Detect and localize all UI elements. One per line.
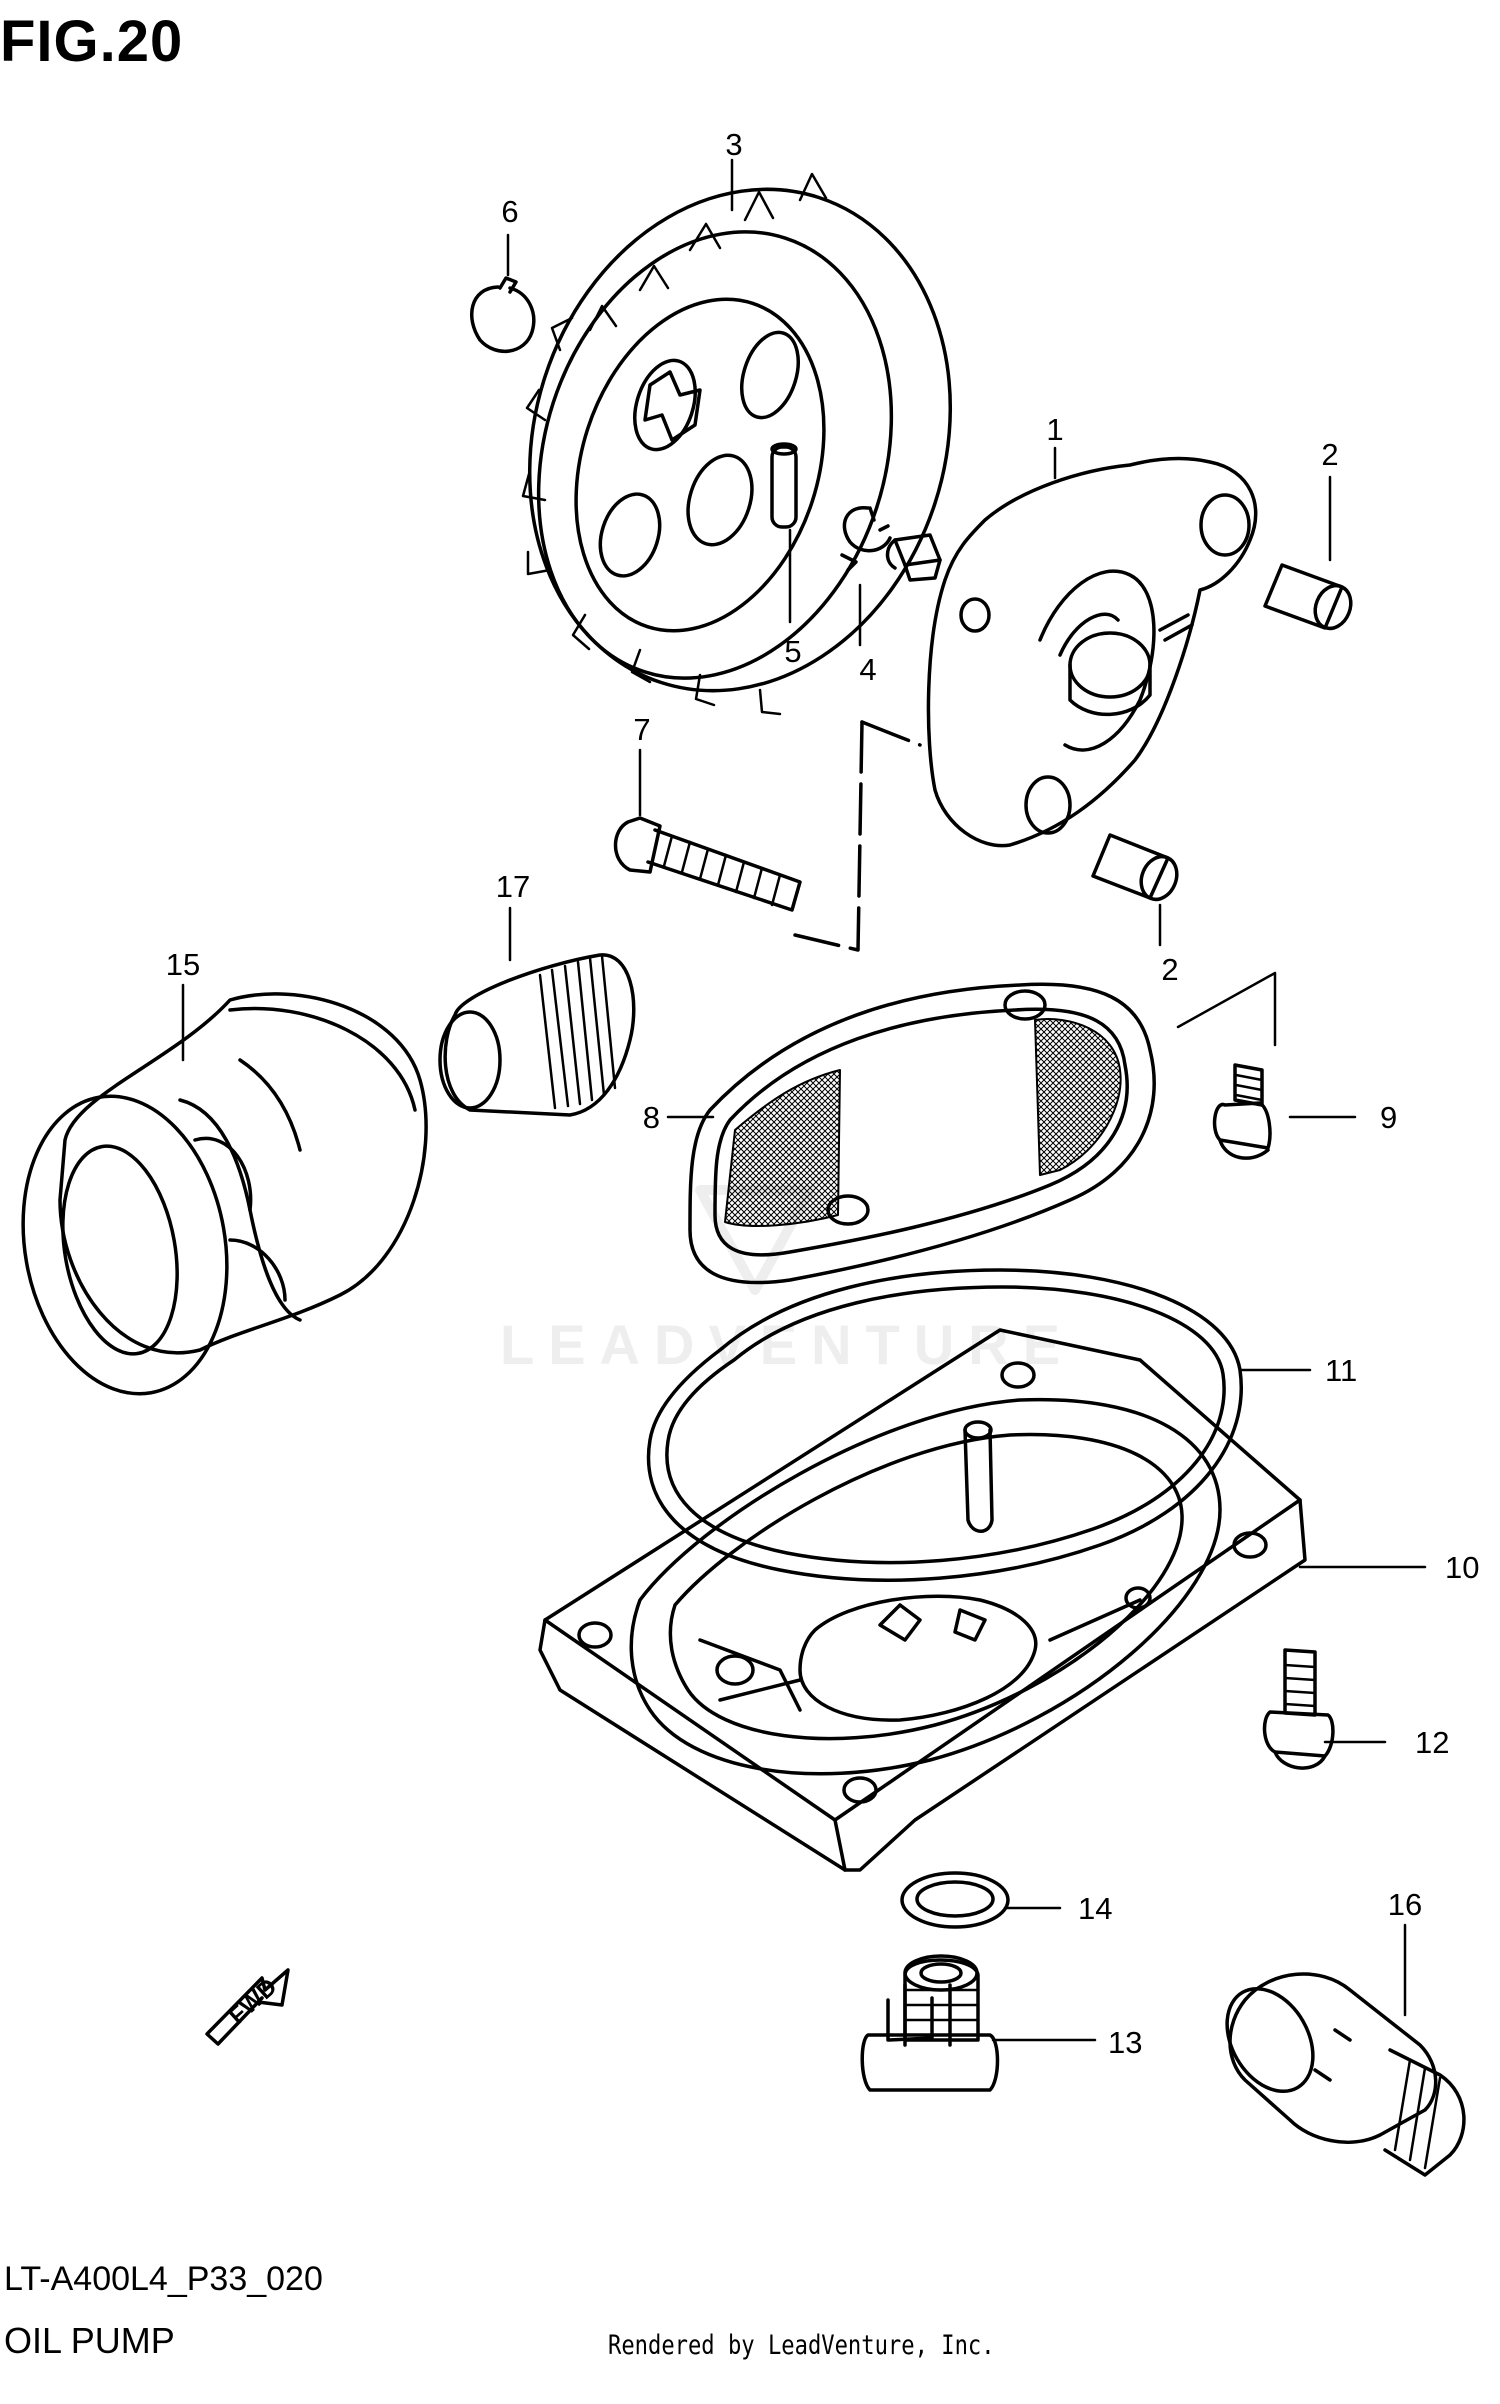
- part-16-pressure-switch[interactable]: [1210, 1972, 1466, 2177]
- callout-7: 7: [633, 712, 650, 747]
- part-5-pin[interactable]: [770, 442, 798, 529]
- model-code: LT-A400L4_P33_020: [4, 2260, 323, 2298]
- callout-8: 8: [643, 1100, 660, 1135]
- hidden-shaft-line: [793, 720, 922, 952]
- callout-15: 15: [166, 947, 200, 982]
- callout-16: 16: [1388, 1887, 1422, 1922]
- callout-2-lower: 2: [1161, 952, 1178, 987]
- callout-12: 12: [1415, 1725, 1449, 1760]
- part-15-oil-filter[interactable]: [0, 992, 428, 1410]
- render-credit: Rendered by LeadVenture, Inc.: [608, 2330, 995, 2361]
- part-14-gasket[interactable]: [900, 1871, 1010, 1929]
- callout-numbers: 1 2 2 3 4 5 6 7 8 9 10 11 12 13 14 15 16…: [166, 127, 1480, 2060]
- callout-5: 5: [784, 634, 801, 669]
- part-12-bolt[interactable]: [1262, 1648, 1335, 1770]
- callout-13: 13: [1108, 2025, 1142, 2060]
- figure-title: FIG.20: [0, 9, 184, 74]
- callout-2-upper: 2: [1321, 437, 1338, 472]
- part-17-filter-union[interactable]: [438, 953, 636, 1117]
- watermark-text: LEADVENTURE: [500, 1313, 1075, 1376]
- part-13-drain-plug[interactable]: [860, 1954, 1000, 2092]
- part-1-oil-pump-body[interactable]: [885, 456, 1258, 848]
- callout-11: 11: [1325, 1353, 1357, 1388]
- section-title: OIL PUMP: [4, 2320, 175, 2361]
- part-4-e-ring[interactable]: [840, 506, 892, 572]
- part-11-o-ring[interactable]: [646, 1268, 1243, 1582]
- callout-1: 1: [1046, 412, 1063, 447]
- callout-10: 10: [1445, 1550, 1479, 1585]
- callout-14: 14: [1078, 1891, 1112, 1926]
- part-8-oil-strainer[interactable]: [688, 982, 1156, 1285]
- part-6-circlip[interactable]: [470, 276, 536, 354]
- part-2-dowel-lower[interactable]: [1091, 833, 1183, 905]
- callout-17: 17: [496, 869, 530, 904]
- callout-4: 4: [859, 652, 876, 687]
- part-7-screw[interactable]: [613, 816, 802, 912]
- fwd-direction-arrow: FWD: [205, 1968, 290, 2046]
- callout-3: 3: [725, 127, 742, 162]
- part-2-dowel-upper[interactable]: [1263, 563, 1357, 634]
- part-10-oil-pan[interactable]: [538, 1328, 1307, 1872]
- part-3-driven-gear[interactable]: [466, 134, 1014, 746]
- leader-lines: [181, 158, 1427, 2042]
- callout-9: 9: [1380, 1100, 1397, 1135]
- part-9-bolt[interactable]: [1212, 1063, 1272, 1160]
- callout-6: 6: [501, 194, 518, 229]
